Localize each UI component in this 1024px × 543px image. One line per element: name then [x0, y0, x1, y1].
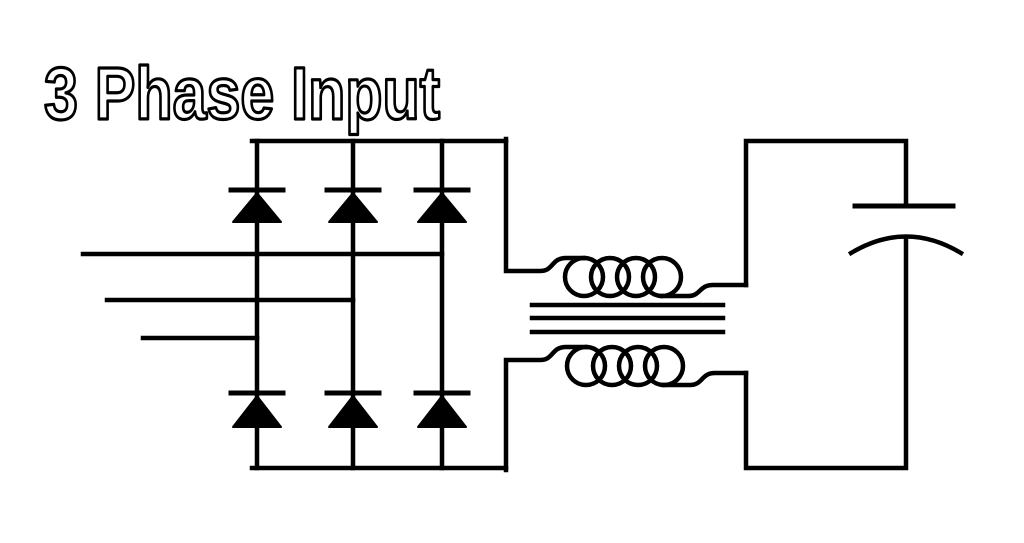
bottom-winding-coil — [564, 344, 686, 388]
coil-turn — [640, 255, 684, 299]
bottom-winding — [503, 344, 749, 473]
top-winding-lead-in — [503, 136, 587, 274]
coil-turn — [614, 255, 658, 299]
diode-icon-top-2 — [324, 187, 382, 223]
top-winding-lead-out — [659, 282, 749, 299]
transformer-choke — [503, 136, 749, 473]
coil-turn — [642, 344, 686, 388]
diode-icon-top-1 — [228, 187, 286, 223]
diode-icon-bottom-3 — [413, 390, 471, 428]
bottom-winding-lead-out — [661, 370, 749, 388]
diode-anode-triangle — [232, 395, 282, 428]
diode-anode-triangle — [328, 192, 378, 223]
coil-turn — [564, 344, 608, 388]
transformer-core — [529, 302, 726, 335]
capacitor-icon — [847, 203, 965, 257]
diagram-title: 3 Phase Input — [44, 52, 440, 135]
coil-turn — [616, 344, 660, 388]
bridge-rectifier — [228, 138, 509, 471]
top-winding — [503, 136, 749, 299]
diode-anode-triangle — [417, 395, 467, 428]
diode-anode-triangle — [417, 192, 467, 223]
coil-turn — [562, 255, 606, 299]
diode-anode-triangle — [328, 395, 378, 428]
diode-icon-bottom-2 — [324, 390, 382, 428]
diode-icon-bottom-1 — [228, 390, 286, 428]
negative-rail — [743, 234, 909, 471]
coil-turn — [590, 344, 634, 388]
dc-output-loop — [743, 138, 965, 471]
capacitor-negative-plate — [847, 234, 965, 257]
coil-turn — [588, 255, 632, 299]
positive-rail — [743, 138, 909, 288]
diode-icon-top-3 — [413, 187, 471, 223]
bottom-winding-lead-in — [503, 344, 589, 473]
three-phase-input-lines — [80, 251, 445, 341]
diode-anode-triangle — [232, 192, 282, 223]
top-winding-coil — [562, 255, 684, 299]
